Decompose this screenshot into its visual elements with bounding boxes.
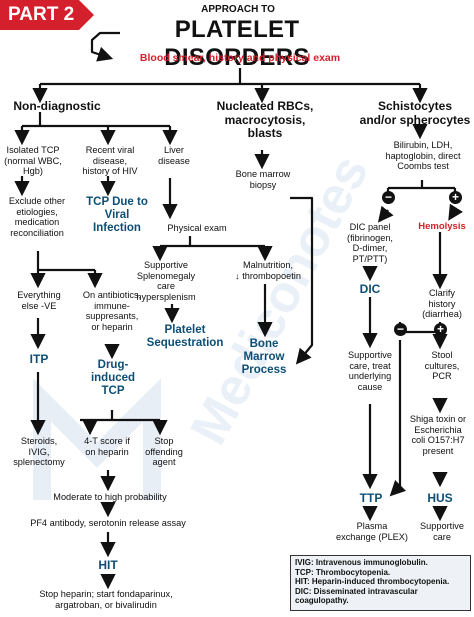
- outcome-bone-marrow-process: Bone Marrow Process: [241, 338, 287, 376]
- minus-sign-icon: −: [394, 323, 407, 336]
- outcome-tcp-viral-infection: TCP Due to Viral Infection: [86, 196, 148, 234]
- node-plasma-exchange: Plasma exchange (PLEX): [335, 521, 408, 542]
- page-title: PLATELET DISORDERS: [164, 16, 310, 71]
- outcome-drug-induced-tcp: Drug- induced TCP: [90, 359, 136, 397]
- legend-line: HIT: Heparin-induced thrombocytopenia.: [295, 577, 450, 587]
- minus-sign-icon: −: [382, 191, 395, 204]
- node-moderate-probability: Moderate to high probability: [53, 492, 167, 502]
- legend-line: DIC: Disseminated intravascular: [295, 586, 418, 596]
- node-supportive-care-dic: Supportive care, treat underlying cause: [348, 350, 392, 392]
- node-exclude-etiologies: Exclude other etiologies, medication rec…: [8, 196, 66, 238]
- node-malnutrition: Malnutrition, ↓ thrombopoetin: [235, 260, 301, 281]
- node-supportive-splenomegaly: Supportive Splenomegaly care hyperspleni…: [136, 260, 196, 302]
- outcome-ttp: TTP: [359, 491, 383, 505]
- outcome-itp: ITP: [29, 352, 49, 366]
- node-physical-exam: Physical exam: [167, 223, 227, 233]
- outcome-dic: DIC: [359, 282, 381, 296]
- node-stool-cultures: Stool cultures, PCR: [424, 350, 460, 382]
- outcome-hit: HIT: [98, 558, 118, 572]
- node-everything-else: Everything else -VE: [17, 290, 61, 311]
- node-on-antibiotics: On antibiotics, immune- suppresants, or …: [82, 290, 142, 332]
- node-steroids: Steroids, IVIG, splenectomy: [13, 436, 65, 468]
- legend-line: IVIG: Intravenous immunoglobulin.: [295, 558, 428, 567]
- node-stop-offending-agent: Stop offending agent: [145, 436, 183, 468]
- outcome-hus: HUS: [427, 491, 453, 505]
- node-isolated-tcp: Isolated TCP (normal WBC, Hgb): [4, 145, 62, 177]
- node-4t-score: 4-T score if on heparin: [84, 436, 130, 457]
- page-subtitle: Blood smear, history and physical exam: [139, 52, 341, 64]
- node-bone-marrow-biopsy: Bone marrow biopsy: [235, 169, 291, 190]
- node-liver-disease: Liver disease: [158, 145, 190, 166]
- part-badge: PART 2: [0, 0, 94, 30]
- branch-non-diagnostic: Non-diagnostic: [13, 99, 101, 113]
- title-prefix: APPROACH TO: [201, 4, 275, 15]
- abbreviation-legend: IVIG: Intravenous immunoglobulin. TCP: T…: [290, 555, 471, 611]
- node-stop-heparin: Stop heparin; start fondaparinux, argatr…: [39, 589, 173, 610]
- legend-line: TCP: Thrombocytopenia.: [295, 567, 391, 577]
- node-shiga-toxin: Shiga toxin or Escherichia coli O157:H7 …: [409, 414, 467, 456]
- node-bilirubin-tests: Bilirubin, LDH, haptoglobin, direct Coom…: [385, 140, 461, 172]
- node-dic-panel: DIC panel (fibrinogen, D-dimer, PT/PTT): [347, 222, 393, 264]
- node-supportive-care-hus: Supportive care: [420, 521, 464, 542]
- branch-schistocytes: Schistocytes and/or spherocytes: [359, 99, 471, 127]
- node-pf4-antibody: PF4 antibody, serotonin release assay: [30, 518, 186, 528]
- legend-line: coagulopathy.: [295, 596, 349, 606]
- node-clarify-history: Clarify history (diarrhea): [422, 288, 462, 320]
- branch-nucleated-rbcs: Nucleated RBCs, macrocytosis, blasts: [216, 99, 314, 140]
- plus-sign-icon: +: [449, 191, 462, 204]
- node-recent-viral: Recent viral disease, history of HIV: [82, 145, 138, 177]
- outcome-platelet-sequestration: Platelet Sequestration: [146, 324, 224, 349]
- plus-sign-icon: +: [434, 323, 447, 336]
- node-hemolysis: Hemolysis: [418, 221, 466, 232]
